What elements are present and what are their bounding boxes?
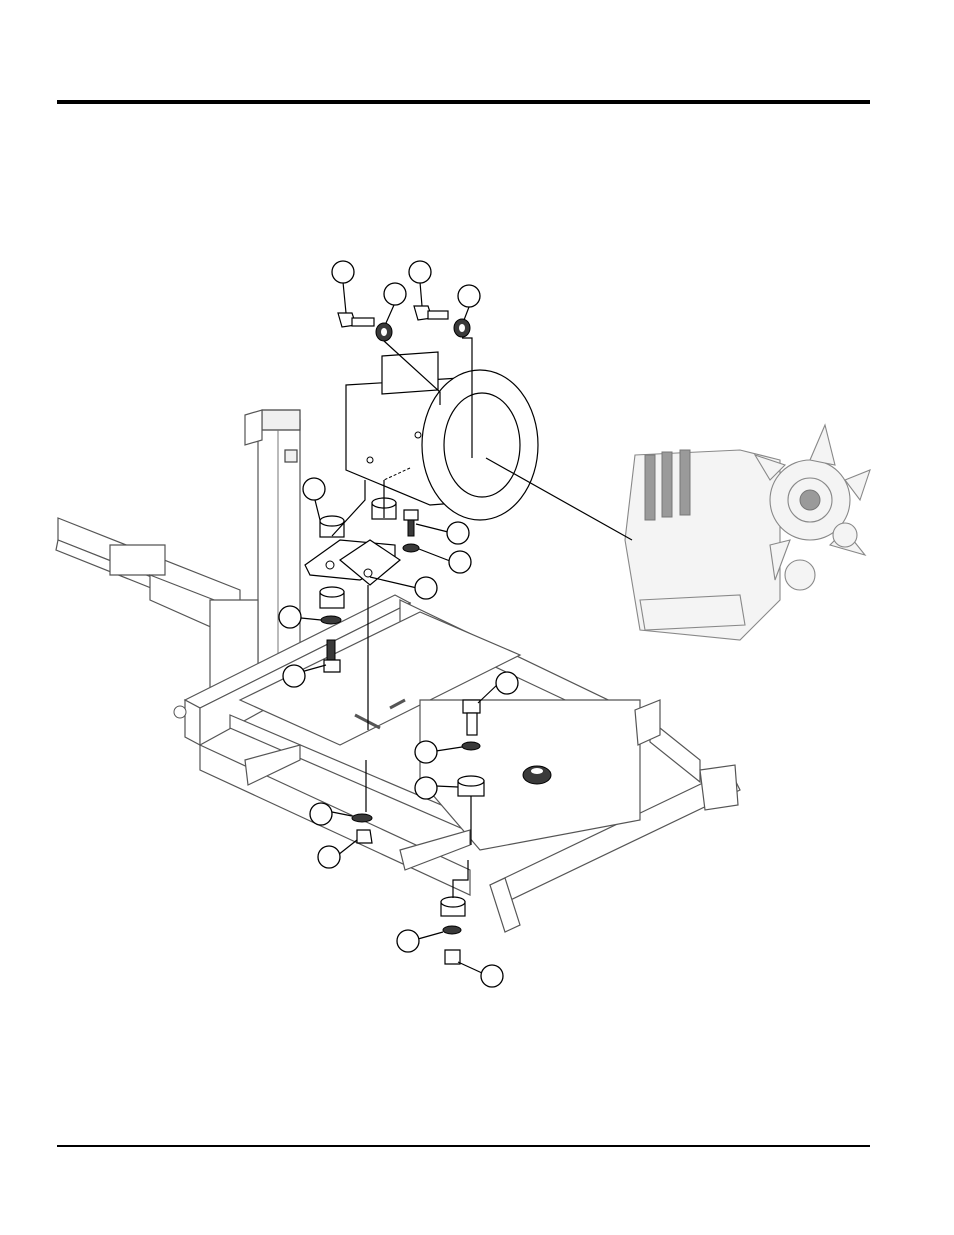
washer-left <box>321 616 341 624</box>
callout-8 <box>415 577 437 599</box>
nut-lower-left <box>357 830 372 843</box>
isolator-lower-left <box>320 587 344 608</box>
callout-3 <box>409 261 431 283</box>
callout-13 <box>415 777 437 799</box>
engine-block <box>625 425 870 640</box>
callout-2 <box>384 283 406 305</box>
callout-16 <box>397 930 419 952</box>
callout-17 <box>481 965 503 987</box>
callout-9 <box>279 606 301 628</box>
washer-upper-right <box>403 544 419 552</box>
callout-4 <box>458 285 480 307</box>
generator-housing <box>346 352 538 520</box>
washer-right <box>462 742 480 750</box>
washer-lower-left <box>352 814 372 822</box>
callout-14 <box>310 803 332 825</box>
bolt-upper-right <box>404 510 418 536</box>
nut-lower-right <box>445 950 460 964</box>
callout-15 <box>318 846 340 868</box>
callout-10 <box>283 665 305 687</box>
callout-1 <box>332 261 354 283</box>
footer-rule <box>57 1145 870 1147</box>
callout-5 <box>303 478 325 500</box>
isolator-installed <box>523 766 551 784</box>
isolator-lower-right <box>441 897 465 916</box>
callout-11 <box>496 672 518 694</box>
bolt-top-left <box>338 313 374 327</box>
washer-lower-right <box>443 926 461 934</box>
isolator-right <box>458 776 484 796</box>
engine-mount-bracket <box>305 540 400 585</box>
callout-6 <box>447 522 469 544</box>
callout-12 <box>415 741 437 763</box>
engine-fan <box>755 425 870 580</box>
bolt-top-right <box>414 306 448 320</box>
callout-7 <box>449 551 471 573</box>
